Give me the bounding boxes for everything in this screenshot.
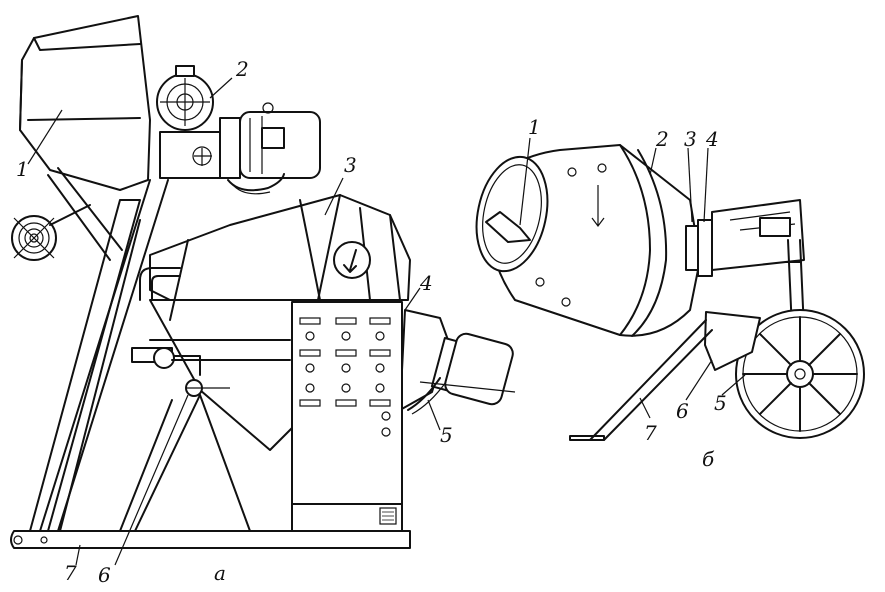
callout-a-3: 3: [344, 153, 357, 177]
callout-a-1: 1: [16, 157, 29, 181]
skip-roller: [11, 204, 91, 261]
mobile-mixing-drum: [475, 144, 701, 337]
winch-gearbox: [156, 65, 221, 179]
loading-skip: [19, 15, 151, 261]
drum-pedestal: [119, 339, 291, 532]
mixing-drum: [149, 194, 411, 451]
winch-motor: [219, 102, 321, 195]
water-pipe: [131, 267, 230, 397]
leader-lines-a: [27, 77, 441, 566]
leader-lines-b: [519, 137, 746, 419]
concrete-mixer-stationary: [10, 15, 516, 566]
caption-b: б: [702, 447, 715, 471]
transport-wheel: [735, 309, 865, 439]
callout-a-6: 6: [98, 563, 111, 587]
callout-a-5: 5: [440, 423, 453, 447]
callouts-b: 1 2 3 4 5 6 7 б: [528, 115, 727, 471]
callout-b-3: 3: [684, 127, 697, 151]
callout-b-5: 5: [714, 391, 727, 415]
skip-guide-rail: [39, 179, 169, 532]
base-frame: [10, 199, 411, 549]
callouts-a: 1 2 3 4 5 6 7 а: [16, 57, 453, 587]
callout-b-1: 1: [528, 115, 541, 139]
callout-b-6: 6: [676, 399, 689, 423]
callout-a-4: 4: [419, 271, 433, 295]
callout-b-7: 7: [644, 421, 657, 445]
drum-drive-motor: [399, 309, 516, 415]
callout-b-4: 4: [705, 127, 719, 151]
callout-b-2: 2: [655, 127, 669, 151]
callout-a-7: 7: [64, 561, 77, 585]
callout-a-2: 2: [235, 57, 249, 81]
caption-a: а: [214, 561, 226, 585]
control-cabinet: [291, 301, 403, 532]
water-tank-and-towbar: [569, 311, 761, 441]
concrete-mixer-mobile: [475, 137, 865, 441]
